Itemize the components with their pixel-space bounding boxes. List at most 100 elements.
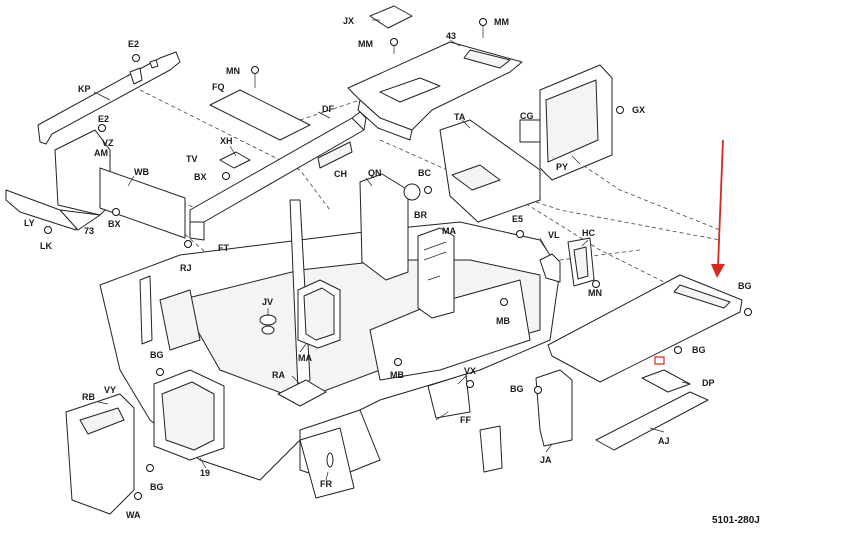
label-bx: BX [194, 172, 207, 182]
label-ja: JA [540, 455, 552, 465]
label-73: 73 [84, 226, 94, 236]
screw-icon [132, 54, 140, 62]
screw-icon [222, 172, 230, 180]
diagram-reference-code: 5101-280J [712, 515, 760, 526]
part-fr-panel [299, 427, 355, 499]
label-rb: RB [82, 392, 95, 402]
label-lk: LK [40, 241, 52, 251]
label-mm: MM [358, 39, 373, 49]
part-ja-bracket [535, 369, 573, 447]
label-mn: MN [588, 288, 602, 298]
label-wb: WB [134, 167, 149, 177]
label-ft: FT [218, 243, 229, 253]
part-dp-plate [641, 369, 691, 393]
label-e2: E2 [128, 39, 139, 49]
part-jx-cover [369, 5, 413, 29]
screw-icon [592, 280, 600, 288]
part-ff-assembly [427, 373, 503, 473]
label-df: DF [322, 104, 334, 114]
part-py-panel [539, 64, 613, 181]
label-bg: BG [510, 384, 524, 394]
screw-icon [424, 186, 432, 194]
screw-icon [156, 368, 164, 376]
label-ly: LY [24, 218, 35, 228]
label-mn: MN [226, 66, 240, 76]
label-rj: RJ [180, 263, 192, 273]
label-ff: FF [460, 415, 471, 425]
screw-icon [184, 240, 192, 248]
part-kp-bracket [37, 51, 181, 145]
label-jx: JX [343, 16, 354, 26]
part-19-bracket [153, 369, 225, 461]
label-fr: FR [320, 479, 332, 489]
label-mb: MB [496, 316, 510, 326]
label-ma: MA [442, 226, 456, 236]
part-wb-plate [99, 167, 186, 239]
label-bc: BC [418, 168, 431, 178]
screws [44, 18, 752, 500]
screw-icon [674, 346, 682, 354]
label-dp: DP [702, 378, 715, 388]
label-aj: AJ [658, 436, 670, 446]
label-xh: XH [220, 136, 233, 146]
label-fq: FQ [212, 82, 225, 92]
screw-icon [744, 308, 752, 316]
label-vl: VL [548, 230, 560, 240]
screw-icon [112, 208, 120, 216]
label-am: AM [94, 148, 108, 158]
label-vx: VX [464, 366, 476, 376]
part-ma-bracket-center [417, 227, 455, 319]
part-aj-plate [595, 391, 709, 451]
label-vy: VY [104, 385, 116, 395]
screw-icon [44, 226, 52, 234]
screw-icon [534, 386, 542, 394]
label-py: PY [556, 162, 568, 172]
label-tv: TV [186, 154, 198, 164]
label-e2: E2 [98, 114, 109, 124]
label-43: 43 [446, 31, 456, 41]
label-bx: BX [108, 219, 121, 229]
screw-icon [516, 230, 524, 238]
part-ta-bracket [439, 119, 541, 223]
screw-icon [500, 298, 508, 306]
part-qn-bracket [359, 173, 421, 281]
screw-icon [390, 38, 398, 54]
label-jv: JV [262, 297, 273, 307]
screw-icon [479, 18, 487, 38]
label-bg: BG [738, 281, 752, 291]
part-hc [567, 237, 595, 287]
part-vl [539, 253, 561, 283]
label-e5: E5 [512, 214, 523, 224]
part-labels: JX MM MM 43 E2 KP MN FQ DF GX TA CG E2 V… [24, 16, 752, 520]
label-mm: MM [494, 17, 509, 27]
part-43-top-plate [347, 41, 523, 141]
label-bg: BG [692, 345, 706, 355]
label-hc: HC [582, 228, 595, 238]
part-fq-plate [209, 89, 311, 141]
part-rb-cover [65, 393, 135, 515]
label-mb: MB [390, 370, 404, 380]
label-ta: TA [454, 112, 466, 122]
part-xh-plate [219, 151, 251, 169]
leader-lines [93, 19, 691, 481]
screw-icon [616, 106, 624, 114]
label-ma: MA [298, 353, 312, 363]
part-long-rail [547, 274, 743, 383]
label-ch: CH [334, 169, 347, 179]
screw-icon [98, 124, 106, 132]
label-bg: BG [150, 350, 164, 360]
label-wa: WA [126, 510, 141, 520]
part-73-frame [5, 129, 111, 231]
screw-icon [394, 358, 402, 366]
screw-icon [251, 66, 259, 88]
label-qn: QN [368, 168, 382, 178]
label-br: BR [414, 210, 427, 220]
label-ra: RA [272, 370, 285, 380]
part-red-marker [654, 356, 665, 365]
label-kp: KP [78, 84, 91, 94]
pointer-arrow-icon [711, 139, 725, 278]
part-df-channel [189, 111, 367, 241]
screw-icon [146, 464, 154, 472]
part-cg-plate [519, 119, 541, 143]
